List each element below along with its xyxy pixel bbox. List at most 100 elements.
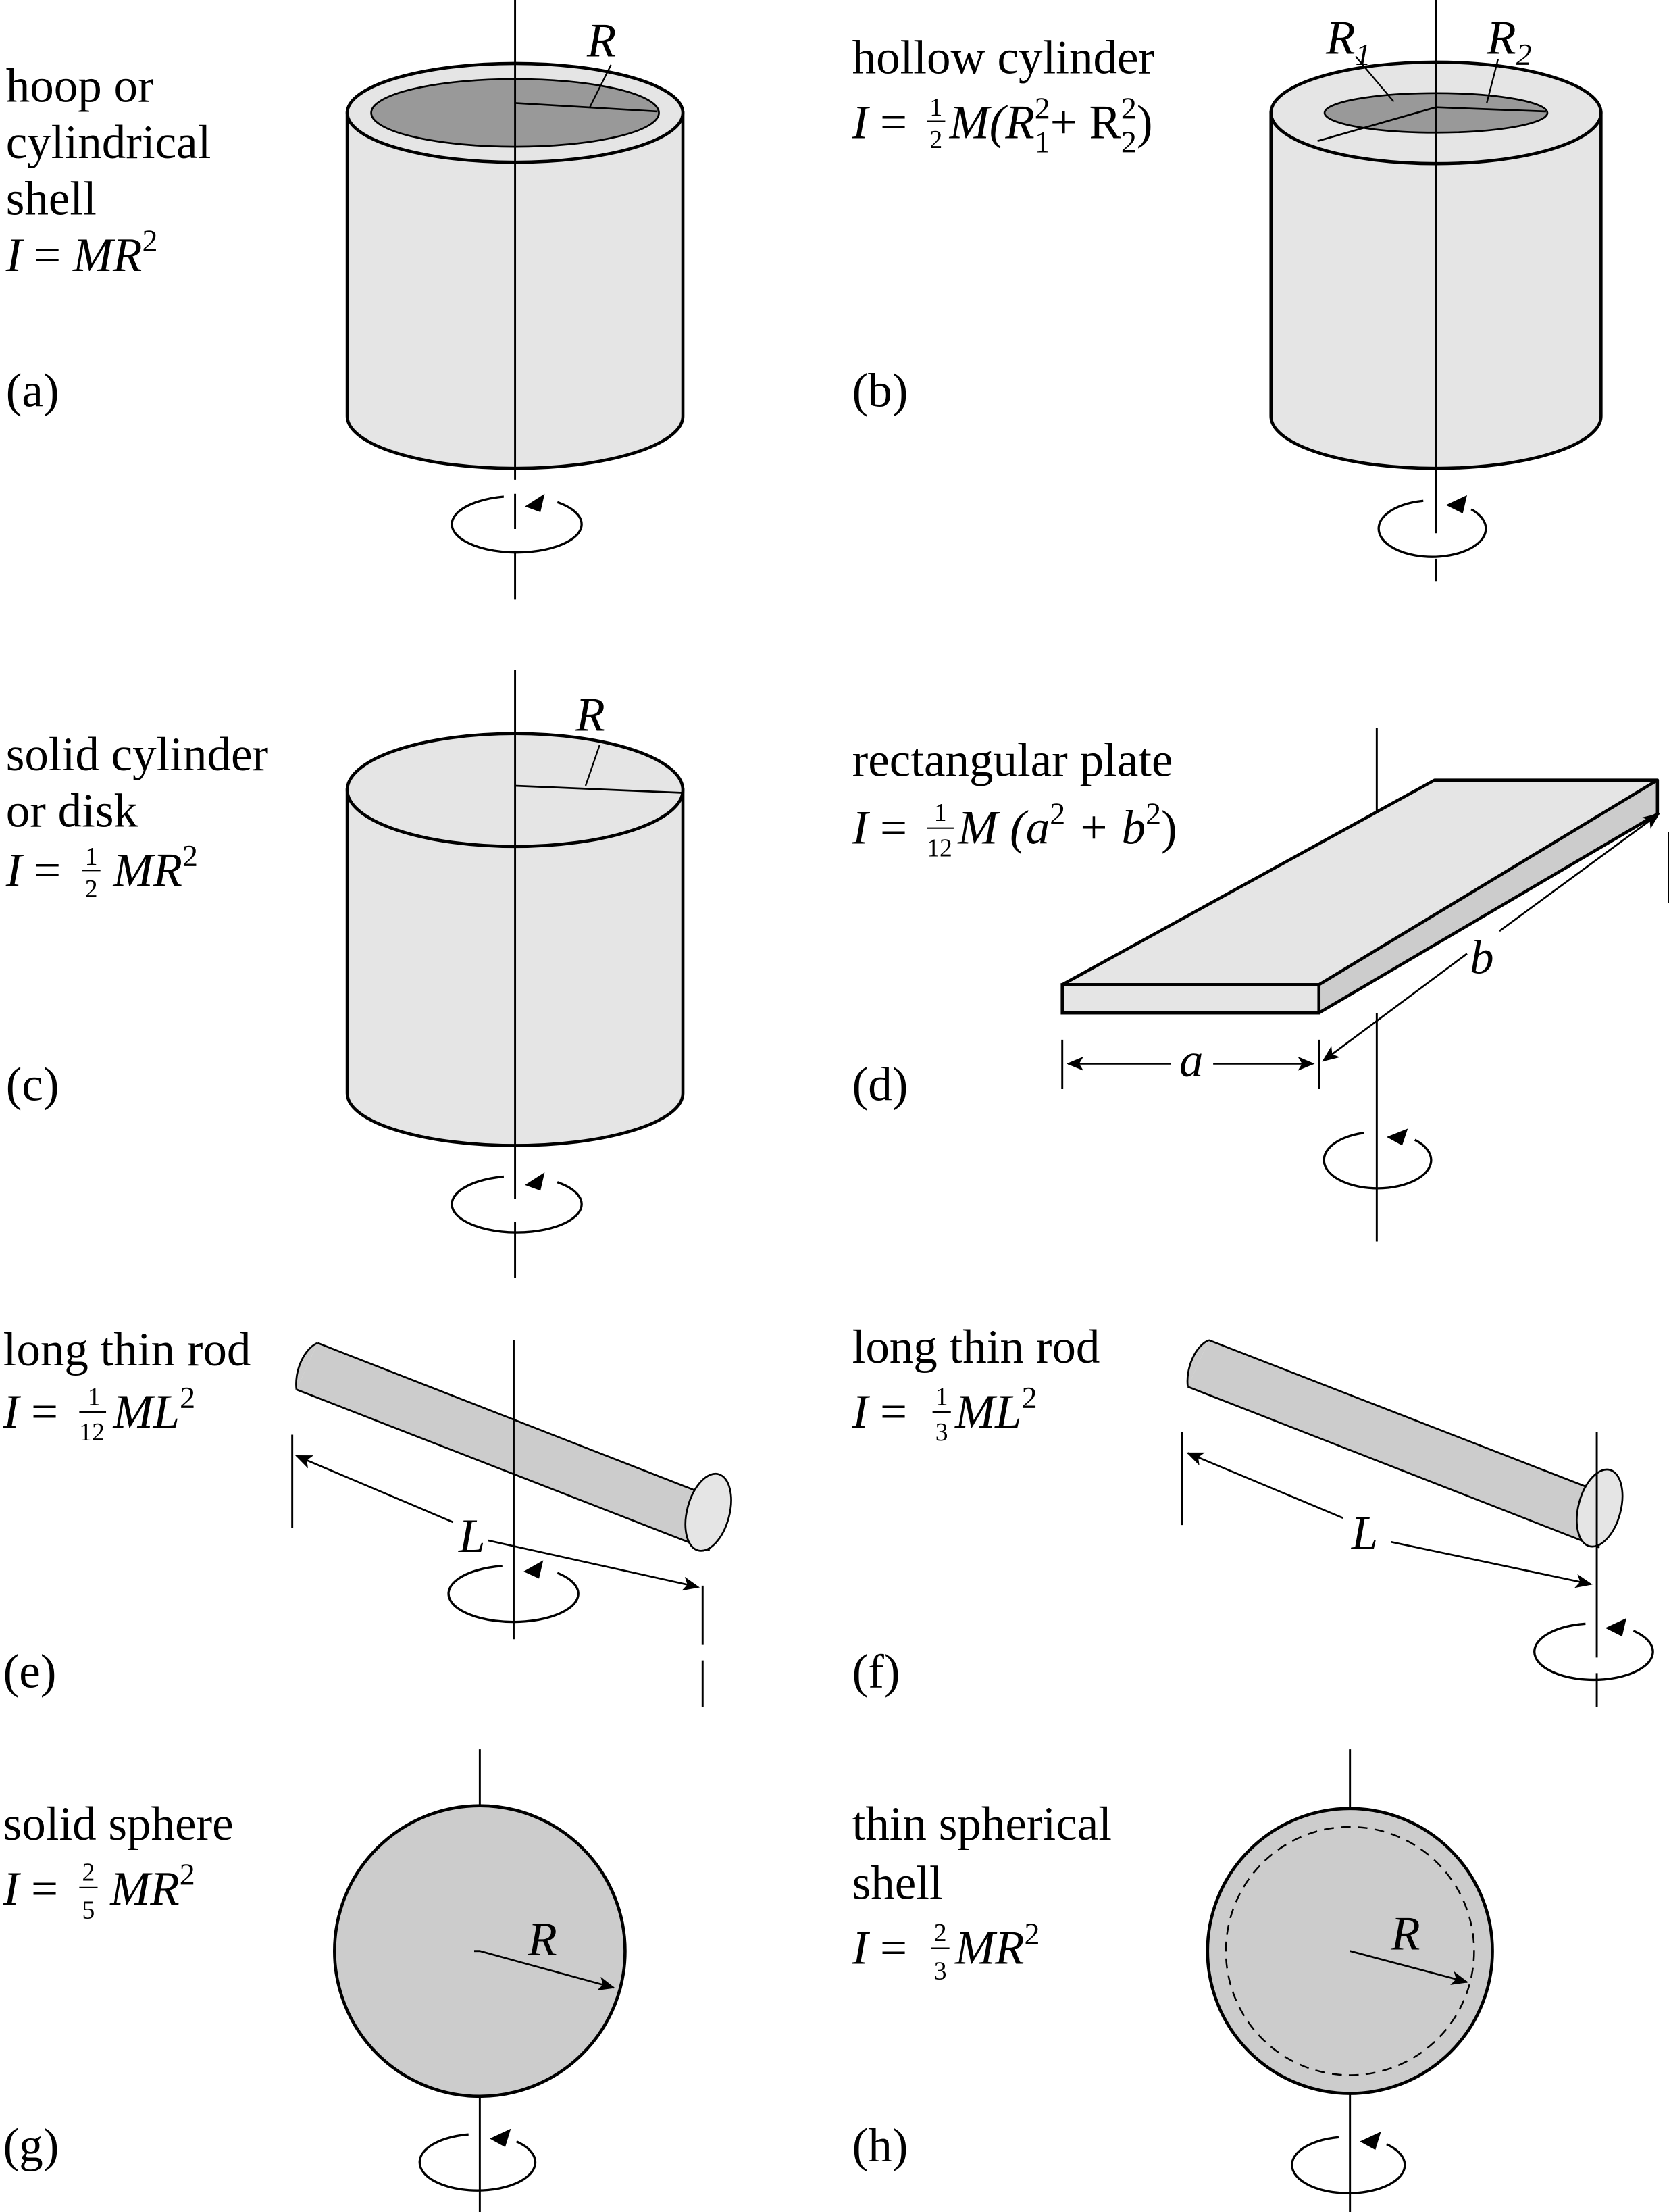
- rotation-arrow-icon: [447, 1560, 580, 1624]
- shell-shape: R: [1206, 1807, 1494, 2095]
- dimension-L-label: L: [1351, 1507, 1378, 1560]
- inner-radius-label: R1: [1325, 11, 1370, 72]
- dimension-L: L: [1181, 1432, 1593, 1588]
- svg-text:12: 12: [79, 1419, 105, 1447]
- panel-c-name-line1: solid cylinder: [6, 728, 269, 781]
- panel-b-tag: (b): [852, 364, 908, 417]
- svg-text:3: 3: [935, 1419, 948, 1447]
- panel-d-label: rectangular plate I = 1 12 M (a2 + b2) (…: [852, 734, 1177, 1111]
- dimension-b: b: [1322, 813, 1669, 1062]
- radius-label: R: [586, 15, 616, 68]
- panel-h-tag: (h): [852, 2119, 908, 2172]
- panel-f-fraction: 1 3: [932, 1384, 951, 1447]
- panel-g-tag: (g): [3, 2119, 59, 2172]
- panel-d-fraction: 1 12: [927, 799, 954, 862]
- panel-c-label: solid cylinder or disk I = 1 2 MR2 (c): [5, 728, 269, 1111]
- panel-e-rod-center: long thin rod I = 1 12 ML2 (e): [3, 1324, 732, 1707]
- dimension-L: L: [291, 1434, 704, 1707]
- panel-c-formula-lhs: I =: [5, 844, 61, 897]
- panel-d-name: rectangular plate: [852, 734, 1173, 786]
- panel-g-solid-sphere: solid sphere I = 2 5 MR2 (g) R: [3, 1749, 627, 2212]
- panel-c-tag: (c): [6, 1059, 59, 1111]
- panel-f-rod-end: long thin rod I = 1 3 ML2 (f) L: [852, 1321, 1654, 1707]
- panel-c-fraction: 1 2: [82, 843, 101, 903]
- panel-e-formula-body: ML2: [112, 1380, 195, 1438]
- panel-h-name-line1: thin spherical: [852, 1798, 1112, 1851]
- rotation-arrow-icon: [1291, 2131, 1406, 2194]
- rotation-arrow-icon: [1323, 1128, 1433, 1190]
- svg-text:3: 3: [934, 1957, 947, 1985]
- panel-e-name: long thin rod: [3, 1324, 251, 1376]
- panel-c-formula-body: MR2: [112, 838, 197, 897]
- sphere-shape: R: [333, 1804, 627, 2098]
- rod-shape: [295, 1342, 732, 1552]
- panel-h-name-line2: shell: [852, 1857, 943, 1909]
- panel-f-name: long thin rod: [852, 1321, 1100, 1374]
- panel-b-name: hollow cylinder: [852, 32, 1155, 84]
- panel-a-tag: (a): [6, 364, 59, 417]
- panel-h-formula-lhs: I =: [852, 1922, 907, 1975]
- svg-text:1: 1: [929, 94, 942, 122]
- dimension-b-label: b: [1470, 932, 1494, 984]
- panel-g-formula-body: MR2: [109, 1857, 195, 1915]
- plate-shape: [1060, 778, 1660, 1015]
- dimension-L-label: L: [458, 1510, 485, 1563]
- panel-h-fraction: 2 3: [931, 1919, 950, 1985]
- panel-e-formula-lhs: I =: [3, 1386, 58, 1438]
- panel-h-formula-body: MR2: [954, 1916, 1039, 1974]
- svg-text:2: 2: [929, 126, 942, 154]
- panel-b-fraction: 1 2: [927, 94, 946, 154]
- rotation-arrow-icon: [451, 1172, 583, 1234]
- rotation-arrow-icon: [1533, 1617, 1654, 1682]
- panel-g-fraction: 2 5: [79, 1859, 98, 1925]
- panel-a-label: hoop or cylindrical shell I = MR2 (a): [5, 59, 211, 417]
- panel-f-formula-lhs: I =: [852, 1386, 907, 1438]
- panel-d-rectangular-plate: rectangular plate I = 1 12 M (a2 + b2) (…: [852, 728, 1669, 1242]
- radius-label: R: [1390, 1908, 1420, 1961]
- panel-a-name-line1: hoop or: [6, 59, 154, 112]
- panel-a-name-line2: cylindrical: [6, 116, 211, 169]
- rod-shape: [1186, 1339, 1624, 1549]
- panel-b-formula: I =: [852, 97, 907, 149]
- svg-text:1: 1: [935, 1384, 948, 1411]
- panel-g-name: solid sphere: [3, 1798, 234, 1851]
- panel-d-formula-body: M (a2 + b2): [957, 796, 1177, 854]
- svg-text:2: 2: [934, 1919, 947, 1947]
- panel-e-label: long thin rod I = 1 12 ML2 (e): [3, 1324, 251, 1698]
- panel-d-formula-lhs: I =: [852, 802, 907, 855]
- panel-d-tag: (d): [852, 1059, 908, 1111]
- rotation-arrow-icon: [1377, 495, 1487, 558]
- panel-a-formula: I = MR2: [5, 224, 158, 282]
- rotation-arrow-icon: [451, 493, 583, 554]
- panel-f-tag: (f): [852, 1645, 900, 1698]
- panel-h-label: thin spherical shell I = 2 3 MR2 (h): [852, 1798, 1112, 2172]
- svg-text:12: 12: [927, 834, 952, 862]
- rotation-arrow-icon: [418, 2128, 537, 2192]
- panel-g-formula-lhs: I =: [3, 1863, 58, 1915]
- outer-radius-label: R2: [1486, 11, 1531, 72]
- dimension-a: a: [1061, 1034, 1320, 1089]
- panel-f-label: long thin rod I = 1 3 ML2 (f): [852, 1321, 1100, 1698]
- dimension-a-label: a: [1179, 1034, 1203, 1087]
- panel-h-spherical-shell: thin spherical shell I = 2 3 MR2 (h) R: [852, 1749, 1494, 2212]
- svg-text:2: 2: [85, 876, 98, 903]
- svg-text:1: 1: [85, 843, 98, 871]
- radius-label: R: [575, 689, 605, 742]
- panel-g-label: solid sphere I = 2 5 MR2 (g): [3, 1798, 234, 2172]
- panel-c-name-line2: or disk: [6, 785, 138, 838]
- svg-text:1: 1: [88, 1384, 101, 1411]
- panel-a-hoop: hoop or cylindrical shell I = MR2 (a) R: [5, 0, 685, 600]
- panel-a-name-line3: shell: [6, 172, 97, 225]
- panel-e-fraction: 1 12: [79, 1384, 107, 1447]
- panel-c-solid-cylinder: solid cylinder or disk I = 1 2 MR2 (c) R: [5, 670, 685, 1278]
- svg-text:5: 5: [82, 1897, 95, 1925]
- panel-e-tag: (e): [3, 1645, 57, 1698]
- svg-text:1: 1: [934, 799, 947, 827]
- svg-text:2: 2: [82, 1859, 95, 1886]
- panel-f-formula-body: ML2: [954, 1380, 1037, 1438]
